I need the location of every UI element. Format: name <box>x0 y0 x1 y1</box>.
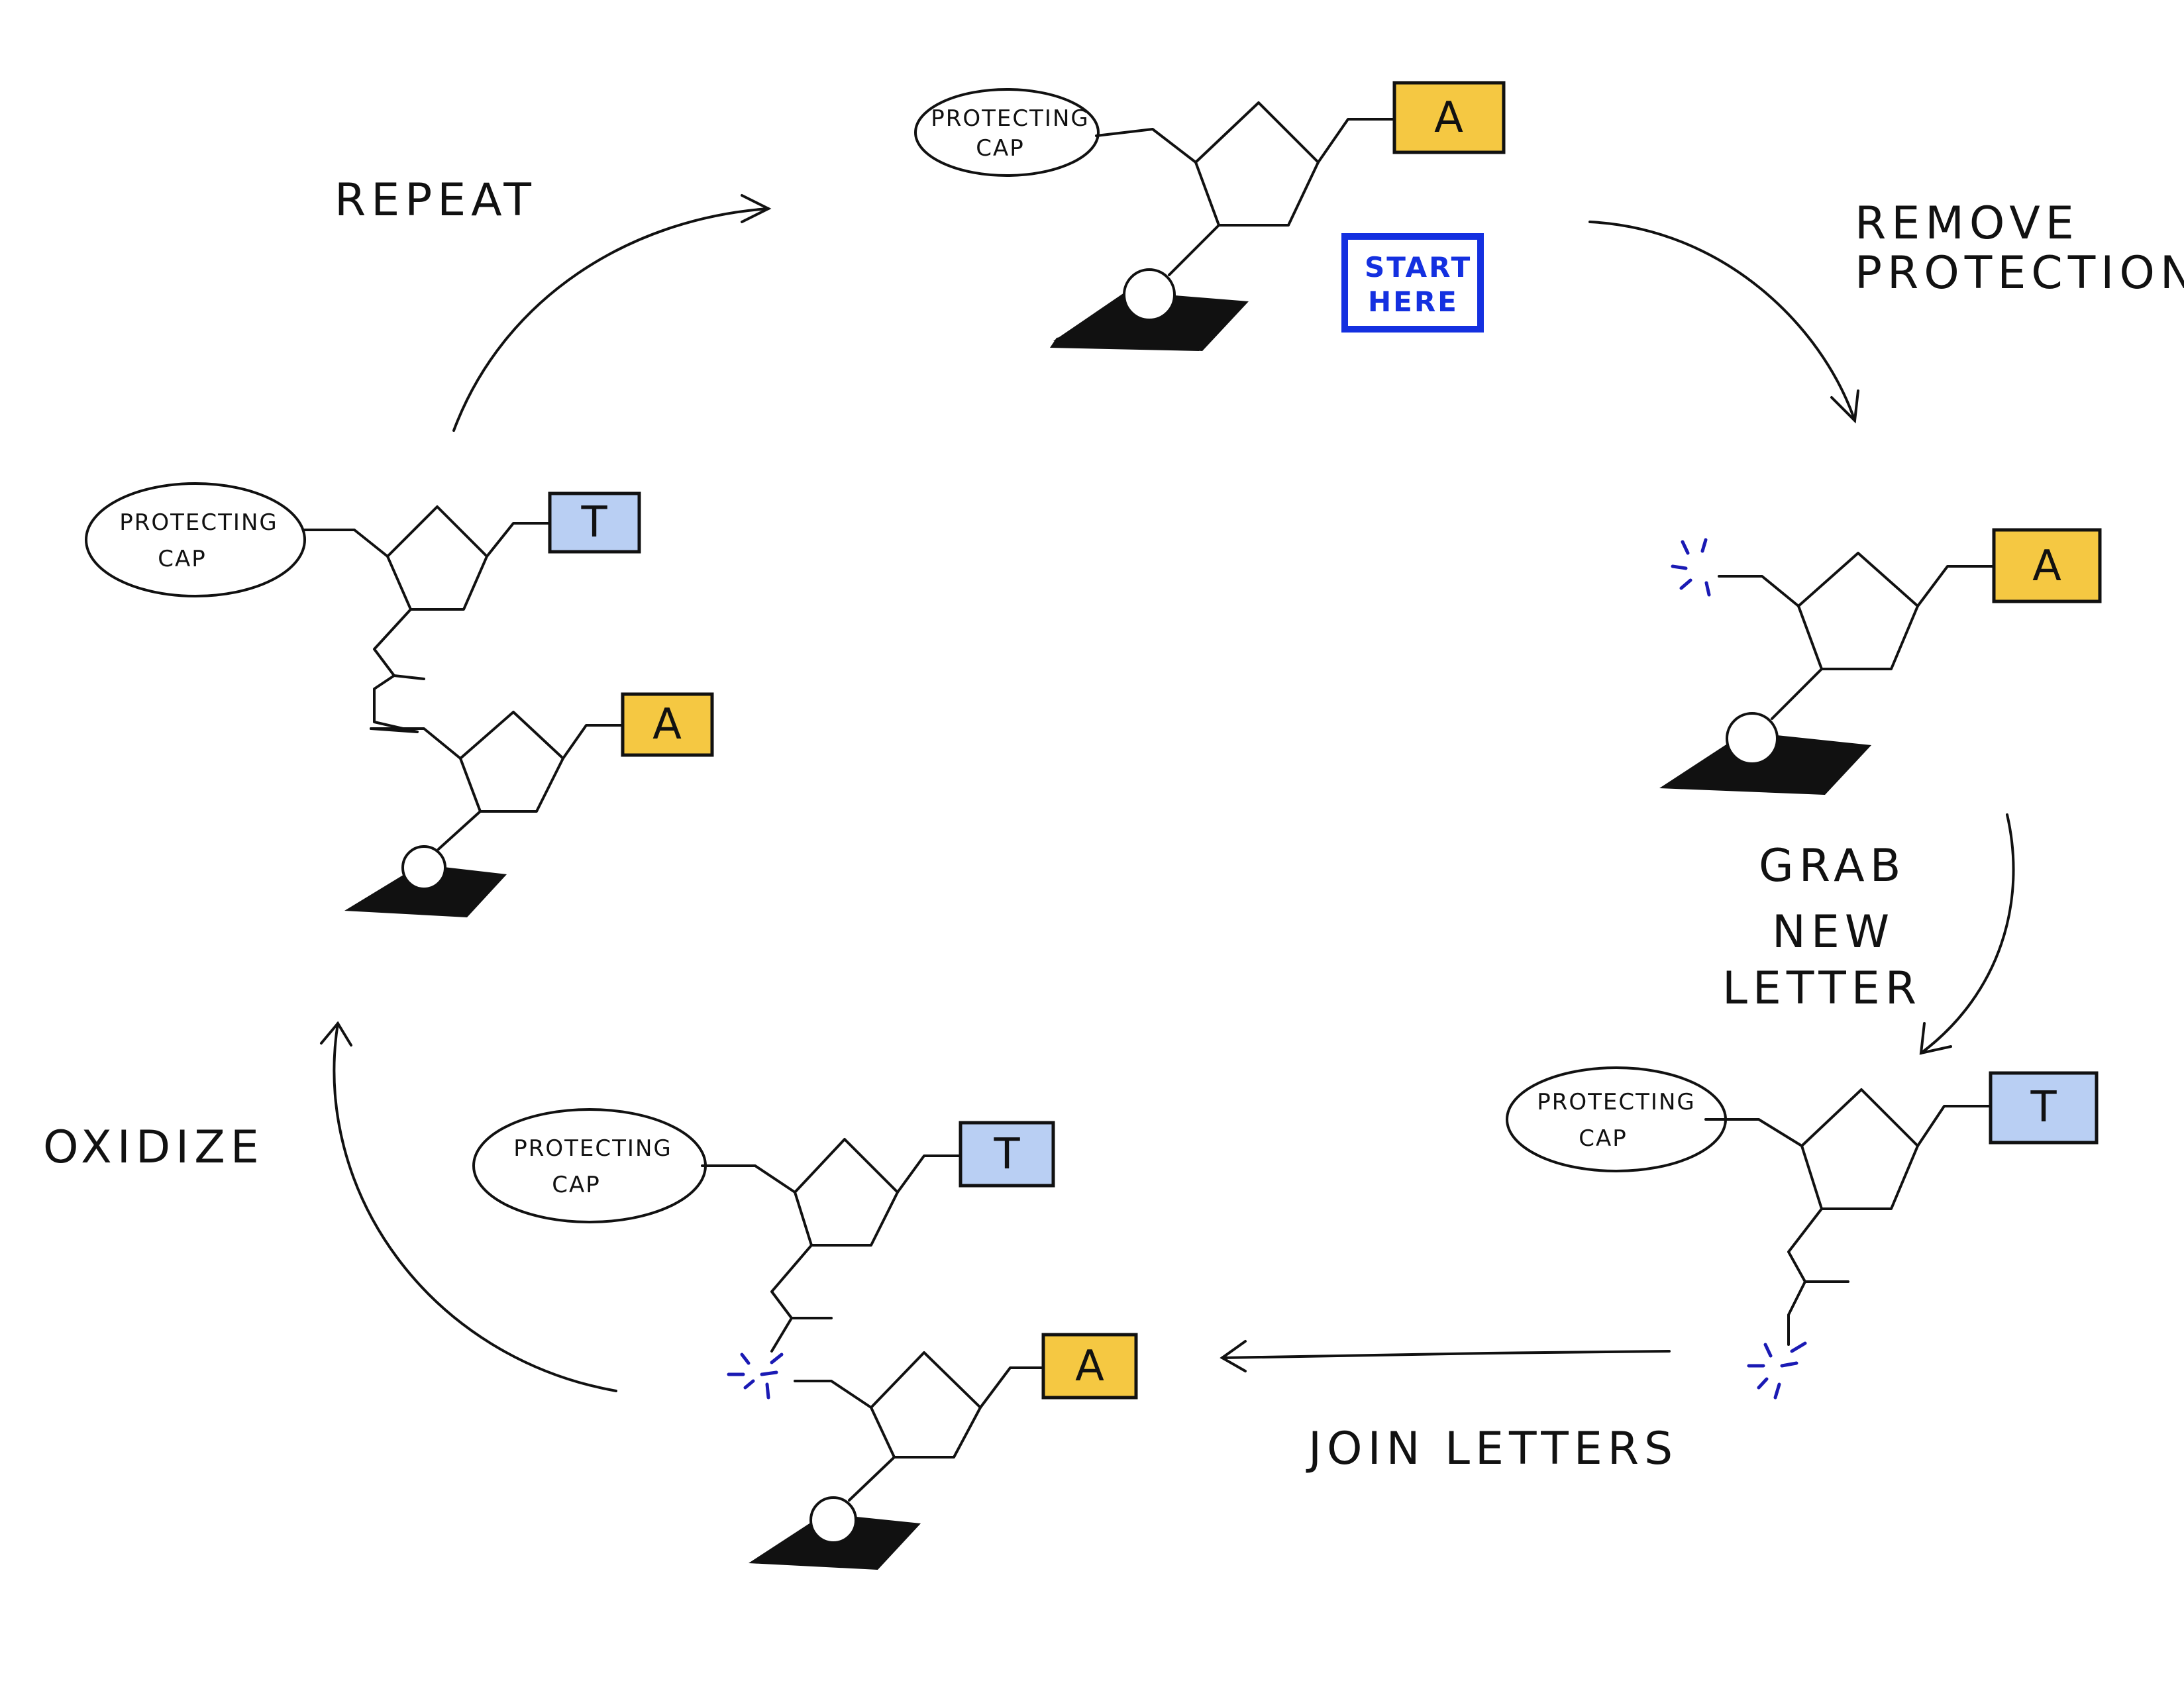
step-label-remove-line1: REMOVE <box>1855 197 2079 250</box>
step-label-grab-line2: NEW <box>1772 906 1895 958</box>
base-letter: T <box>2030 1083 2057 1132</box>
state-oxidized: A T PROTECTING CAP <box>85 482 714 917</box>
start-label-line2: HERE <box>1368 285 1459 318</box>
state-deprotected: A <box>1659 528 2102 795</box>
start-here-box <box>1341 233 1484 333</box>
protecting-cap <box>914 88 1100 177</box>
base-letter: A <box>1075 1342 1104 1391</box>
reactive-spark-icon <box>1671 538 1711 597</box>
base-a-box <box>1392 81 1506 154</box>
base-letter: T <box>993 1130 1020 1179</box>
base-t-box <box>1989 1071 2099 1145</box>
sugar-ring <box>459 711 564 813</box>
cap-label-line1: PROTECTING <box>1537 1089 1695 1115</box>
state-joined: A T PROTECTING CAP <box>472 1108 1138 1570</box>
solid-support <box>344 864 507 917</box>
sugar-ring <box>1194 101 1320 227</box>
cap-label-line2: CAP <box>1579 1125 1628 1152</box>
support-bead <box>401 845 446 890</box>
support-bead <box>1123 268 1176 321</box>
base-letter: T <box>580 498 607 547</box>
base-t-box <box>959 1121 1055 1188</box>
support-bead <box>1726 712 1779 765</box>
sugar-ring <box>1797 552 1919 670</box>
arrow-grab-new-letter <box>1919 813 2015 1055</box>
cap-label-line2: CAP <box>552 1172 601 1198</box>
reactive-spark-icon <box>1747 1341 1807 1400</box>
sugar-ring <box>1800 1088 1919 1210</box>
support-bead <box>809 1496 857 1544</box>
state-start: A PROTECTING CAP START HERE <box>914 81 1506 351</box>
base-a-box <box>1041 1333 1138 1400</box>
base-letter: A <box>652 700 682 749</box>
cap-label-line2: CAP <box>158 546 207 572</box>
base-letter: A <box>2032 542 2061 591</box>
protecting-cap <box>1506 1066 1727 1172</box>
step-label-oxidize: OXIDIZE <box>43 1121 264 1174</box>
solid-support <box>1659 732 1871 795</box>
reactive-spark-icon <box>727 1353 784 1400</box>
step-label-repeat: REPEAT <box>335 174 537 227</box>
base-a-box <box>1992 528 2102 603</box>
start-label-line1: START <box>1365 251 1472 283</box>
sugar-ring <box>794 1138 899 1247</box>
arrow-join-letters <box>1220 1340 1671 1372</box>
cap-label-line2: CAP <box>976 135 1025 162</box>
base-letter: A <box>1434 93 1463 142</box>
solid-support <box>1053 291 1249 351</box>
step-label-remove-line2: PROTECTION <box>1855 247 2184 299</box>
step-label-grab-line1: GRAB <box>1759 840 1906 892</box>
step-label-grab-line3: LETTER <box>1722 962 1922 1015</box>
cap-label-line1: PROTECTING <box>931 105 1089 132</box>
state-new-letter: T PROTECTING CAP <box>1506 1066 2099 1400</box>
arrow-repeat <box>452 194 772 432</box>
sugar-ring <box>386 505 488 611</box>
cap-label-line1: PROTECTING <box>513 1135 672 1162</box>
protecting-cap <box>85 482 306 597</box>
cap-label-line1: PROTECTING <box>119 509 278 536</box>
protecting-cap <box>472 1108 707 1223</box>
step-label-join: JOIN LETTERS <box>1306 1423 1678 1475</box>
base-t-box <box>548 491 641 554</box>
base-a-box <box>621 692 714 757</box>
arrow-oxidize <box>320 1021 617 1392</box>
sugar-ring <box>870 1351 982 1459</box>
arrow-remove-protection <box>1588 221 1859 424</box>
